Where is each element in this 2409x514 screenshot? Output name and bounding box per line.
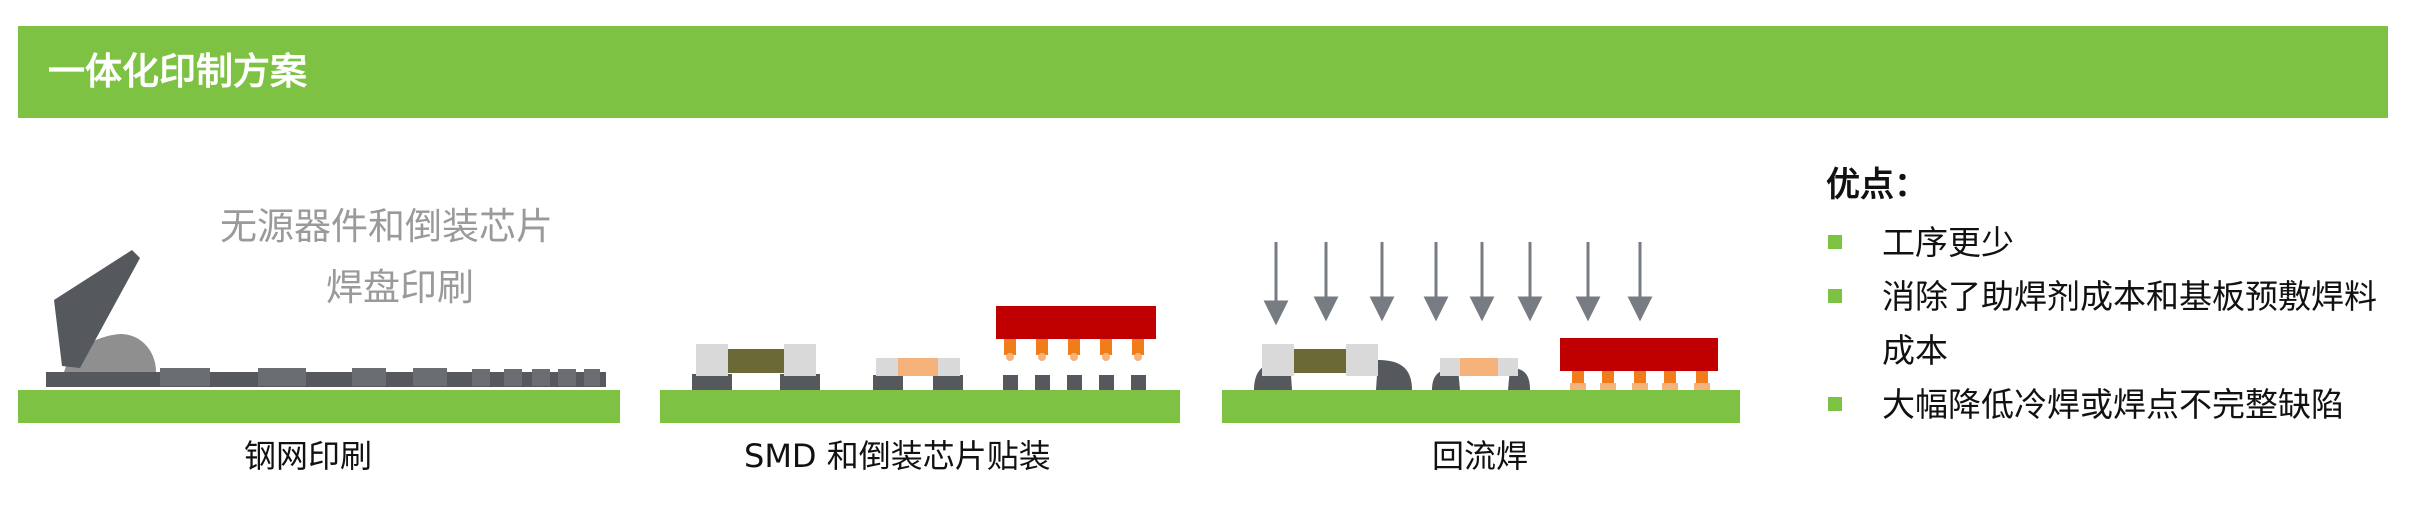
advantage-item-text: 工序更少 (1882, 223, 2014, 262)
component-terminal (1440, 358, 1460, 376)
section-header-bar: 一体化印制方案 (18, 26, 2388, 118)
solder-paste-deposit (160, 368, 210, 386)
flip-chip-die (996, 306, 1156, 339)
flip-chip-die (1560, 338, 1718, 371)
component-terminal (696, 344, 728, 376)
solder-pad (1003, 375, 1018, 390)
solder-paste-deposit (504, 369, 522, 386)
solder-paste-deposit (558, 369, 576, 386)
small-component-body (1460, 358, 1498, 376)
flip-chip-joints (1572, 371, 1708, 383)
square-bullet-icon (1828, 397, 1842, 411)
stencil-note-line-1: 无源器件和倒装芯片 (220, 205, 553, 248)
solder-pad (692, 374, 732, 390)
advantages-title: 优点： (1826, 165, 1928, 205)
substrate-board (660, 390, 1180, 423)
flip-chip-bumps (1004, 339, 1144, 361)
stencil-printing-stage (18, 250, 620, 423)
square-bullet-icon (1828, 289, 1842, 303)
solder-paste-deposit (413, 368, 447, 386)
solder-paste-deposit (584, 369, 600, 386)
solder-pad (1067, 375, 1082, 390)
solder-pad (1131, 375, 1146, 390)
solder-pad (1099, 375, 1114, 390)
advantage-item: 消除了助焊剂成本和基板预敷焊料成本 (1826, 270, 2386, 378)
advantage-item: 工序更少 (1826, 216, 2386, 270)
solder-fillet (1376, 360, 1412, 390)
solder-paste-deposit (352, 368, 386, 386)
stencil-note-line-2: 焊盘印刷 (326, 266, 474, 309)
solder-pad (1035, 375, 1050, 390)
solder-paste-roll (64, 334, 156, 372)
advantage-item: 大幅降低冷焊或焊点不完整缺陷 (1826, 378, 2386, 432)
component-terminal (876, 358, 898, 376)
reflow-stage (1222, 242, 1740, 423)
heat-arrows (1263, 242, 1653, 326)
component-terminal (784, 344, 816, 376)
stage-caption-smd-placement: SMD 和倒装芯片贴装 (744, 437, 1051, 475)
stage-caption-stencil-printing: 钢网印刷 (244, 437, 373, 475)
substrate-board (18, 390, 620, 423)
advantage-item-text: 消除了助焊剂成本和基板预敷焊料成本 (1882, 277, 2377, 370)
component-terminal (1262, 344, 1294, 376)
solder-paste-deposit (532, 369, 550, 386)
stage-caption-reflow: 回流焊 (1432, 437, 1529, 475)
advantages-list: 工序更少 消除了助焊剂成本和基板预敷焊料成本 大幅降低冷焊或焊点不完整缺陷 (1826, 216, 2386, 432)
solder-paste-deposit (472, 369, 490, 386)
component-terminal (1346, 344, 1378, 376)
solder-pad (873, 375, 903, 390)
squeegee-blade (54, 250, 140, 368)
advantage-item-text: 大幅降低冷焊或焊点不完整缺陷 (1882, 385, 2344, 424)
square-bullet-icon (1828, 235, 1842, 249)
solder-pad (780, 374, 820, 390)
substrate-board (1222, 390, 1740, 423)
solder-pad (933, 375, 963, 390)
component-terminal (1498, 358, 1518, 376)
section-title: 一体化印制方案 (48, 50, 307, 93)
solder-paste-deposit (258, 368, 306, 386)
flip-chip-joint-base (1570, 383, 1710, 390)
passive-component-body (728, 349, 784, 373)
component-terminal (938, 358, 960, 376)
passive-component-body (1294, 349, 1346, 373)
small-component-body (898, 358, 938, 376)
smd-placement-stage (660, 306, 1180, 423)
